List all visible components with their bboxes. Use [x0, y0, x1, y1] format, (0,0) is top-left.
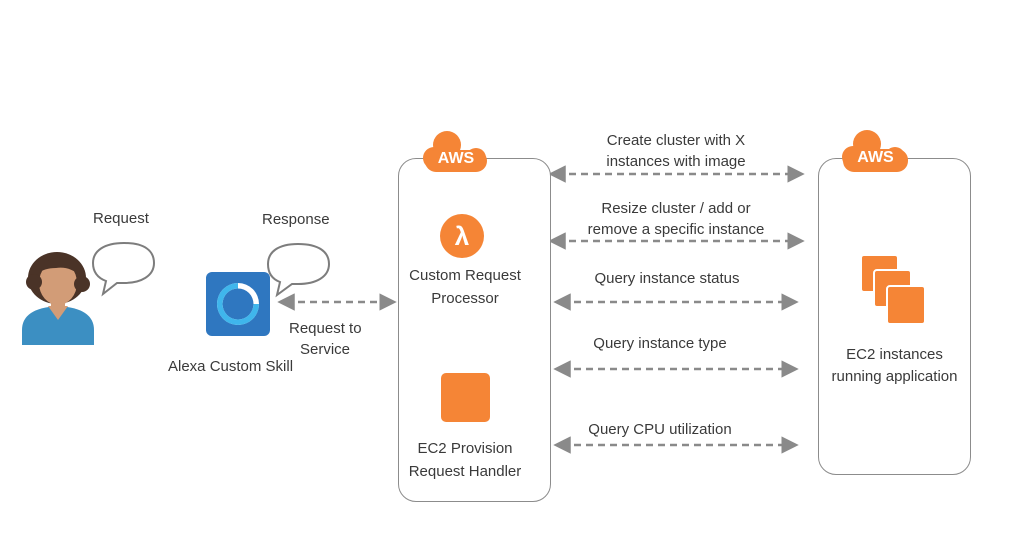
request-speech-bubble-icon [91, 241, 156, 297]
aws-badge-left: AWS [437, 150, 475, 167]
operation-label-2b: remove a specific instance [587, 221, 765, 238]
operation-label-4: Query instance type [593, 335, 727, 352]
ec2-instances-label-line-1: EC2 instances [846, 346, 943, 363]
request-to-service-line-1: Request to [289, 320, 362, 337]
ec2-instances-label-line-2: running application [831, 368, 958, 385]
ec2-provision-label-line-1: EC2 Provision [417, 440, 513, 457]
aws-badge-right: AWS [857, 149, 894, 166]
lambda-icon [440, 214, 484, 258]
ec2-instances-icon [860, 254, 926, 325]
response-speech-bubble-icon [266, 242, 331, 298]
request-to-service-line-2: Service [300, 341, 351, 358]
request-label: Request [93, 210, 149, 227]
operation-label-5: Query CPU utilization [588, 421, 732, 438]
alexa-icon [206, 272, 270, 336]
operation-label-3: Query instance status [594, 270, 740, 287]
response-label: Response [262, 211, 330, 228]
alexa-skill-label: Alexa Custom Skill [168, 358, 294, 375]
lambda-label-line-2: Processor [431, 290, 499, 307]
user-avatar-icon [22, 252, 94, 345]
operation-label-1a: Create cluster with X [606, 132, 746, 149]
aws-cloud-icon [423, 131, 487, 172]
operation-label-2a: Resize cluster / add or [601, 200, 751, 217]
ec2-provision-label-line-2: Request Handler [408, 463, 522, 480]
lambda-label-line-1: Custom Request [409, 267, 521, 284]
aws-cloud-icon [842, 130, 908, 172]
operation-label-1b: instances with image [606, 153, 746, 170]
lambda-symbol: λ [454, 221, 470, 251]
ec2-provision-icon [441, 373, 490, 422]
